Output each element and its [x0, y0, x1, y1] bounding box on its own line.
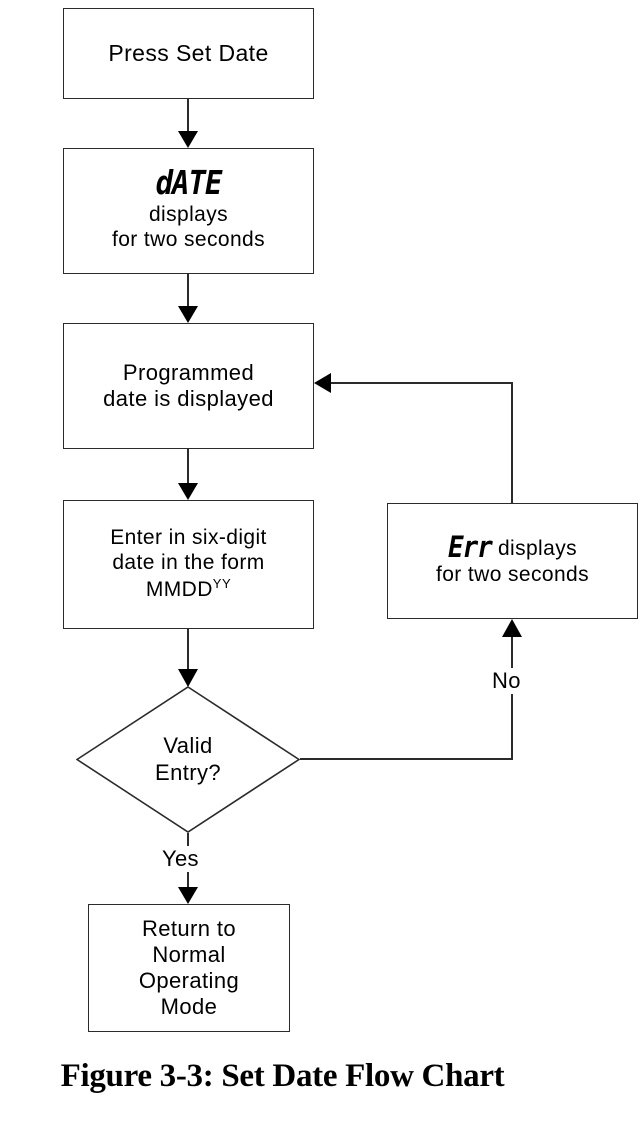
lcd-date-text: dATE: [155, 164, 223, 203]
node-enter-date-line-1: Enter in six-digit: [110, 526, 267, 550]
edge-label-yes: Yes: [159, 846, 202, 872]
node-press-set-date-line-1: Press Set Date: [108, 39, 269, 66]
node-date-displays-line-2: for two seconds: [111, 228, 266, 251]
node-date-displays: dATE displays for two seconds: [63, 148, 314, 274]
edge-enter-to-valid: [178, 629, 198, 687]
figure-caption: Figure 3-3: Set Date Flow Chart: [60, 1058, 505, 1094]
node-enter-date: Enter in six-digit date in the form MMDD…: [63, 500, 314, 629]
node-valid-entry-line-2: Entry?: [155, 759, 221, 785]
node-err-displays-line-2: for two seconds: [435, 562, 590, 586]
node-return-normal-line-3: Operating: [138, 968, 240, 993]
node-valid-entry-label: Valid Entry?: [76, 686, 300, 833]
node-enter-date-line-3: MMDDYY: [146, 576, 231, 603]
lcd-err-text: Err: [447, 530, 493, 565]
node-valid-entry-line-1: Valid: [163, 733, 213, 759]
node-err-displays-word-displays: displays: [497, 536, 578, 560]
node-programmed-date-line-2: date is displayed: [103, 386, 274, 411]
node-enter-date-format-base: MMDD: [145, 577, 213, 601]
node-programmed-date: Programmed date is displayed: [63, 323, 314, 449]
node-date-displays-line-1: displays: [148, 203, 229, 227]
node-programmed-date-line-1: Programmed: [122, 360, 255, 386]
node-enter-date-line-2: date in the form: [112, 551, 265, 575]
decision-diamond-shape: [75, 686, 301, 833]
node-return-normal-line-4: Mode: [160, 993, 218, 1019]
node-return-normal-line-2: Normal: [152, 942, 226, 968]
node-press-set-date: Press Set Date: [63, 8, 314, 99]
edge-press-to-date: [178, 99, 198, 148]
node-return-normal-line-1: Return to: [141, 916, 237, 942]
node-valid-entry: Valid Entry?: [75, 686, 301, 833]
edge-programmed-to-enter: [178, 449, 198, 500]
edge-date-to-programmed: [178, 274, 198, 323]
edge-err-to-programmed: [314, 373, 513, 503]
node-enter-date-format-superscript: YY: [212, 575, 232, 591]
node-return-normal: Return to Normal Operating Mode: [88, 904, 290, 1032]
edge-label-no: No: [489, 668, 524, 694]
